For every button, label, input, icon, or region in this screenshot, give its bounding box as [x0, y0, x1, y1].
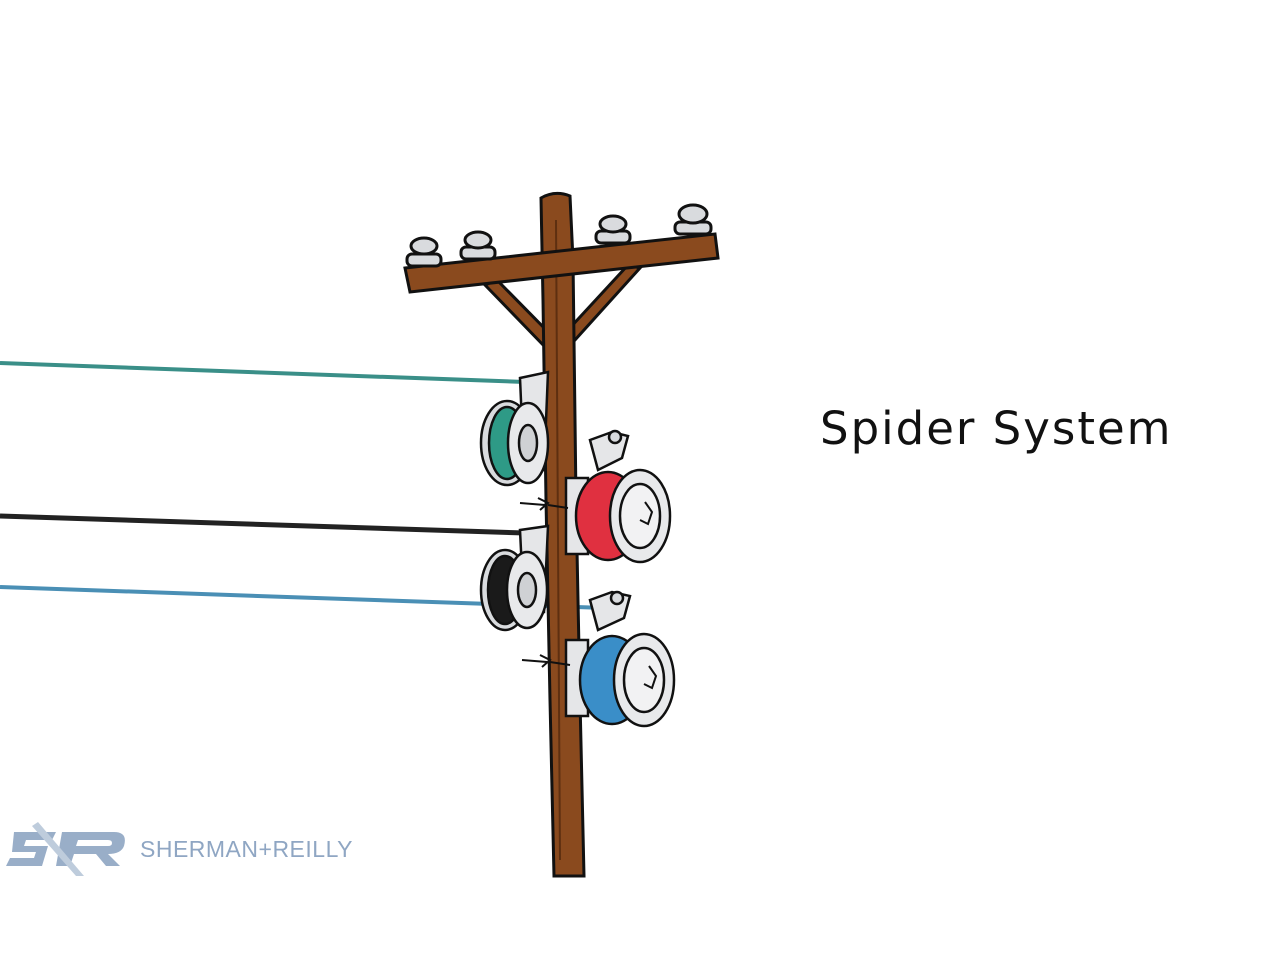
scene-caption: Spider System — [820, 402, 1173, 455]
blue-reel — [521, 590, 676, 728]
crossarm — [403, 232, 720, 294]
insulators — [405, 203, 713, 268]
brand-wordmark: SHERMAN+REILLY — [140, 836, 354, 862]
insulator-1 — [405, 236, 443, 268]
teal-wire — [0, 361, 526, 384]
insulator-3 — [594, 214, 632, 245]
sr-monogram-icon — [6, 822, 125, 876]
insulator-4 — [673, 203, 713, 236]
teal-reel — [479, 370, 550, 487]
black-reel — [479, 524, 550, 632]
brand-logo: SHERMAN+REILLY — [4, 818, 404, 880]
black-wire — [0, 513, 526, 536]
insulator-2 — [459, 230, 497, 261]
red-reel — [519, 429, 672, 564]
